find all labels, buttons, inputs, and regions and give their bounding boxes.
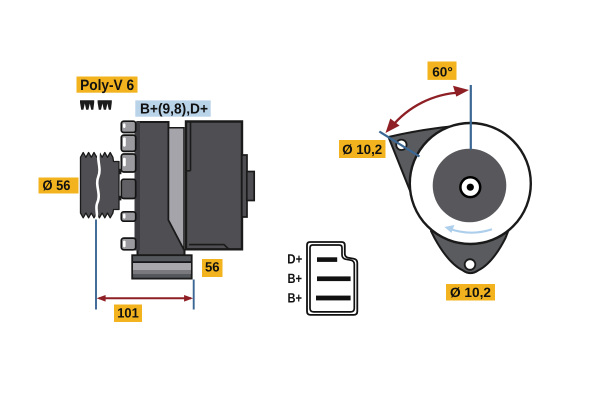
svg-text:B+: B+ xyxy=(288,291,303,306)
svg-text:B+(9,8),D+: B+(9,8),D+ xyxy=(140,102,208,118)
svg-text:B+: B+ xyxy=(288,271,303,286)
svg-text:Poly-V 6: Poly-V 6 xyxy=(80,77,134,94)
svg-text:D+: D+ xyxy=(287,252,302,267)
svg-text:101: 101 xyxy=(117,306,139,321)
svg-text:Ø 56: Ø 56 xyxy=(43,178,71,193)
svg-text:56: 56 xyxy=(205,259,220,274)
svg-text:Ø 10,2: Ø 10,2 xyxy=(450,285,491,300)
svg-text:60°: 60° xyxy=(432,64,453,79)
svg-text:Ø 10,2: Ø 10,2 xyxy=(342,142,382,157)
